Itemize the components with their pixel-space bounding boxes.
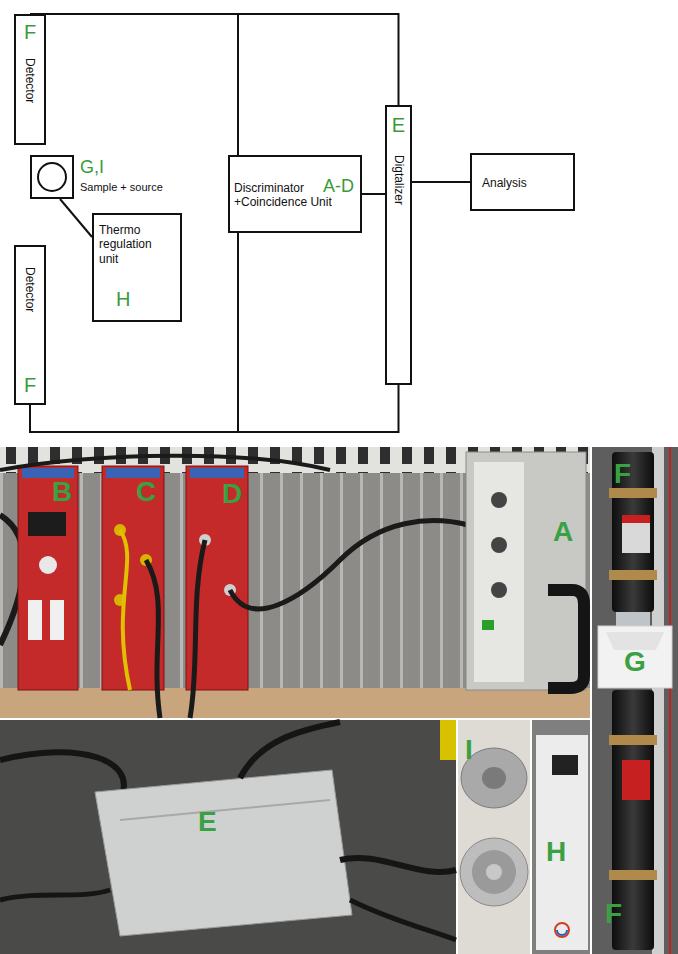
nim-crate-photo (482, 620, 494, 630)
nim-crate-photo (190, 468, 244, 478)
sample-holder-photo (458, 720, 530, 954)
digitizer-photo (0, 720, 456, 954)
sample-circle (32, 157, 72, 197)
nim-crate-photo (28, 600, 42, 640)
thermo-unit-photo (557, 930, 567, 935)
sample-holder-photo (460, 838, 528, 906)
detector-box: F Detector (14, 14, 46, 145)
box-label: Digtalizer (391, 155, 405, 205)
sample-box: G,ISample + source (30, 155, 74, 199)
detector-stand-photo (609, 488, 657, 498)
nim-crate-photo (146, 560, 160, 718)
nim-crate-photo (106, 468, 160, 478)
detector-stand-photo (609, 735, 657, 745)
discriminator-box: Discriminator +Coincidence UnitA-D (228, 155, 362, 233)
detector-stand-photo (622, 515, 650, 523)
part-letter: B (52, 478, 72, 506)
part-letter: A (553, 518, 573, 546)
box-label: Thermo regulation unit (99, 223, 163, 266)
box-label: Analysis (482, 176, 527, 190)
digitizer-photo (120, 800, 330, 820)
nim-crate-photo (22, 468, 74, 478)
detector-stand-photo (609, 870, 657, 880)
part-letter: F (605, 900, 622, 928)
nim-crate-photo (39, 556, 57, 574)
signal-line (362, 193, 385, 195)
nim-crate-photo (0, 456, 330, 470)
part-letter: H (546, 838, 566, 866)
digitizer-photo (440, 720, 456, 760)
sample-holder-photo (486, 864, 502, 880)
detector-stand-photo (609, 570, 657, 580)
nim-crate-photo (548, 590, 584, 688)
part-letter: F (16, 20, 44, 44)
signal-line (412, 181, 470, 183)
part-letter: G,I (80, 157, 104, 179)
signal-line (30, 14, 238, 155)
part-letter: G (624, 648, 646, 676)
nim-crate-photo (491, 537, 507, 553)
signal-line (30, 14, 399, 105)
detector-stand-photo (669, 447, 671, 954)
nim-crate-photo (230, 521, 468, 609)
signal-line (60, 199, 92, 237)
thermo-unit-photo (552, 755, 578, 775)
detector-stand-photo (592, 447, 678, 954)
part-letter: E (198, 808, 217, 836)
digitizer-photo (350, 900, 456, 940)
thermo-unit-photo (532, 720, 590, 954)
nim-crate-photo (120, 530, 130, 690)
thermo-unit-photo (536, 735, 588, 950)
sample-holder-photo (458, 720, 530, 954)
digitizer-photo (340, 858, 456, 872)
nim-crate-photo (0, 447, 590, 718)
digitizer-photo (240, 722, 340, 778)
digitizer-photo (0, 720, 456, 954)
detector-box: DetectorF (14, 245, 46, 405)
detector-stand-photo (622, 760, 650, 800)
part-letter: I (465, 736, 473, 764)
nim-crate-photo (18, 466, 78, 690)
detector-stand-photo (592, 447, 678, 954)
thermo-unit-photo (532, 720, 590, 954)
detector-stand-photo (612, 452, 654, 612)
nim-crate-photo (50, 600, 64, 640)
nim-crate-photo (190, 540, 205, 718)
thermo-box: Thermo regulation unitH (92, 213, 182, 322)
digitizer-photo (95, 770, 352, 936)
signal-line (30, 385, 399, 432)
part-letter: F (614, 460, 631, 488)
box-label: Detector (23, 58, 37, 103)
digitizer-box: E Digtalizer (385, 105, 412, 385)
part-letter: A-D (323, 176, 354, 198)
part-letter: H (116, 287, 130, 311)
part-letter: C (136, 478, 156, 506)
detector-stand-photo (622, 515, 650, 553)
box-label: Detector (23, 267, 37, 312)
nim-crate-photo (491, 582, 507, 598)
sample-circle (38, 163, 66, 191)
thermo-unit-photo (555, 923, 569, 937)
part-letter: D (222, 480, 242, 508)
nim-crate-photo (474, 462, 524, 682)
nim-crate-photo (0, 447, 590, 718)
digitizer-photo (0, 890, 110, 900)
detector-stand-photo (598, 626, 672, 688)
connector-group (30, 14, 470, 432)
sample-holder-photo (482, 767, 506, 789)
nim-crate-photo (466, 452, 586, 690)
nim-crate-photo (28, 512, 66, 536)
box-label: Sample + source (80, 181, 163, 194)
part-letter: E (387, 113, 410, 137)
sample-holder-photo (472, 850, 516, 894)
part-letter: F (16, 373, 44, 397)
nim-crate-photo (0, 688, 590, 718)
analysis-box: Analysis (470, 153, 575, 211)
nim-crate-photo (491, 492, 507, 508)
